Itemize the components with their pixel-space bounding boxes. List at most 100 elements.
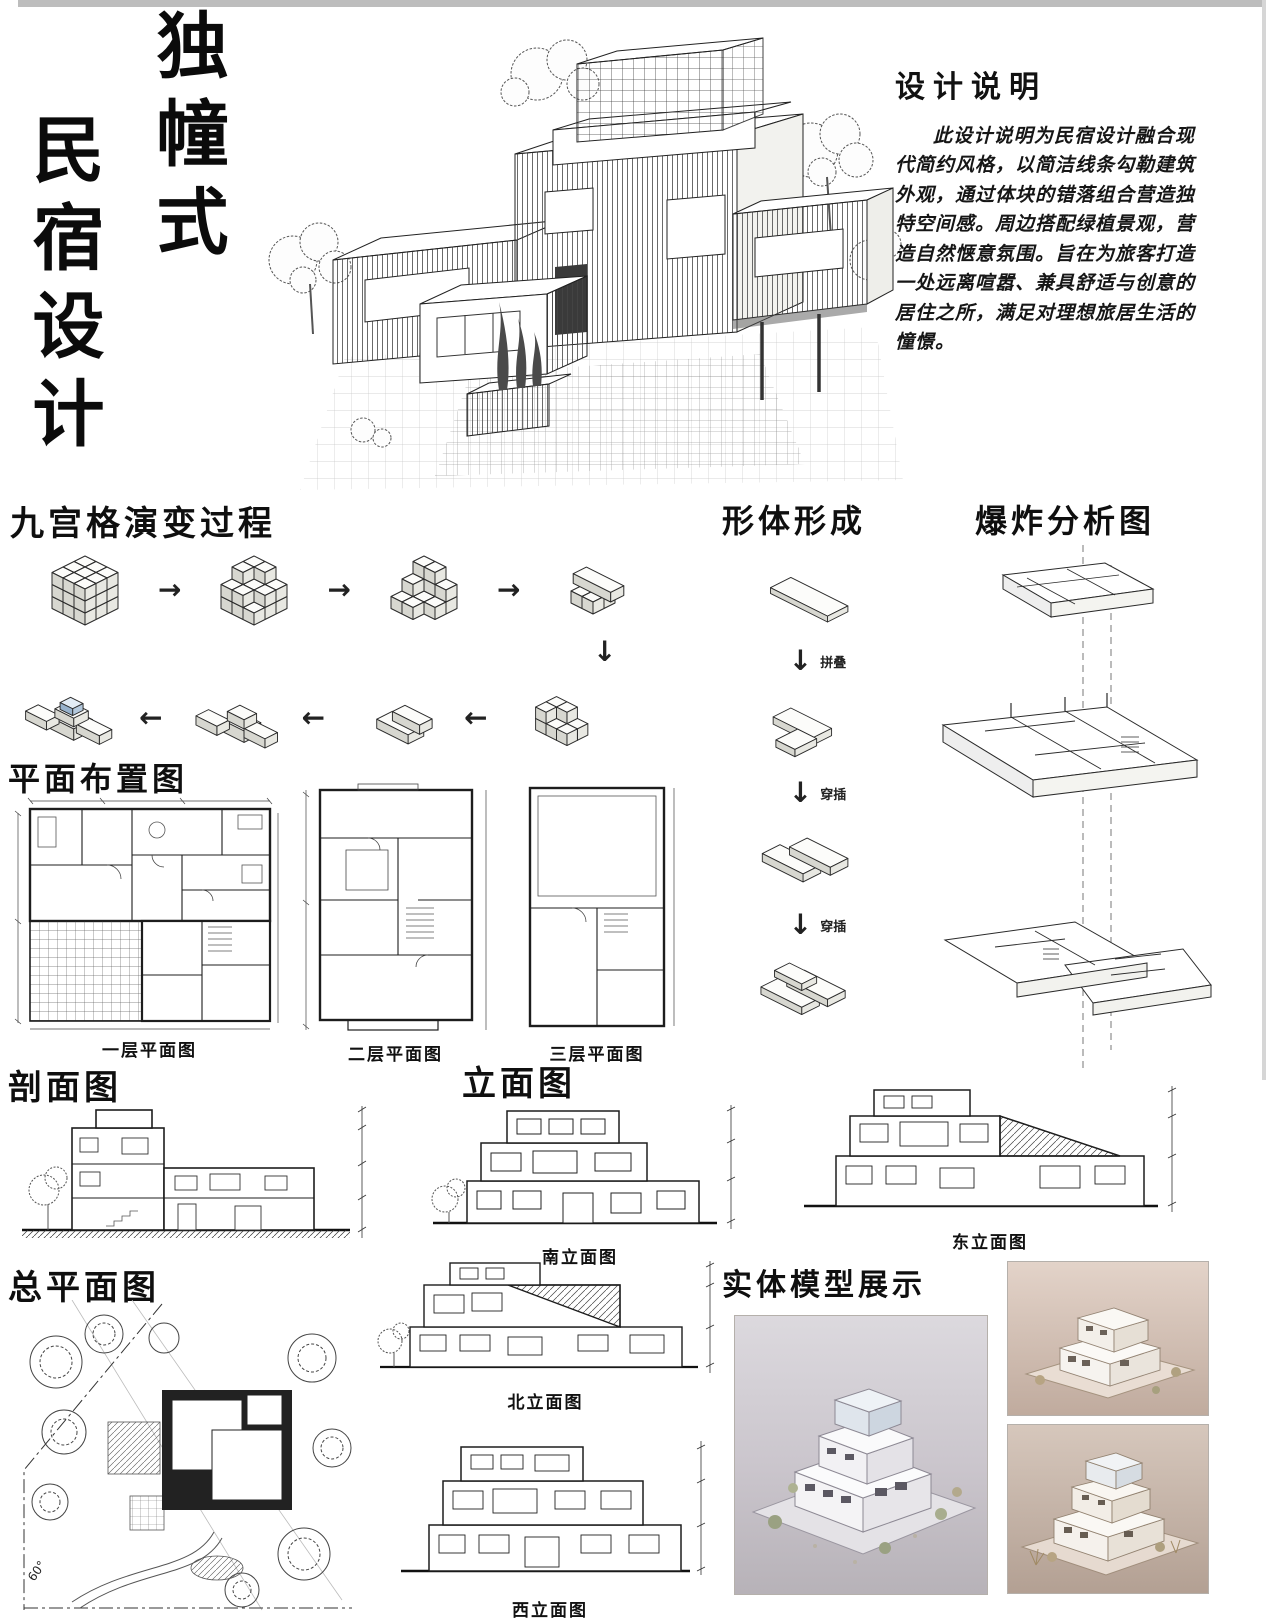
south-tree [431, 1178, 466, 1213]
plan2-stairs [406, 907, 434, 939]
site-paved-pad [129, 1495, 165, 1531]
caption-north-elevation: 北立面图 [507, 1393, 584, 1413]
site-pond [190, 1555, 244, 1581]
arrow-down-icon: ↓ [788, 644, 813, 677]
site-building-footprint [162, 1390, 292, 1510]
hero-perspective-sketch [268, 37, 903, 490]
south-windows [476, 1118, 686, 1224]
cube-stage-2 [220, 555, 288, 626]
arrow-left-icon: ← [301, 700, 325, 734]
caption-plan-2: 二层平面图 [348, 1045, 443, 1065]
heading-grid-evolution: 九宫格演变过程 [10, 504, 276, 544]
site-paths [71, 1531, 223, 1609]
plan1-furniture [37, 814, 263, 884]
cantilever-wing-sketch [732, 187, 894, 400]
floor-plan-3-drawing [528, 786, 675, 1028]
heading-form-formation: 形体形成 [722, 502, 867, 540]
form-step-label: 穿插 [820, 919, 847, 935]
heading-elevations: 立面图 [462, 1064, 576, 1104]
model-trees [768, 1483, 962, 1554]
cube-stage-1 [51, 555, 119, 626]
section-dimension-line [357, 1106, 367, 1238]
east-elevation-drawing [804, 1086, 1177, 1212]
east-windows [845, 1095, 1126, 1189]
west-elevation-drawing [401, 1441, 706, 1575]
plan3-stairs [604, 913, 628, 933]
site-angle-label: 60° [25, 1558, 49, 1583]
plan3-partitions [530, 907, 664, 1026]
north-dimension-line [705, 1261, 715, 1373]
glass-pavilion-sketch [576, 37, 764, 143]
model-photo-top [1008, 1262, 1208, 1415]
form-formation-column: ↓ 拼叠 ↓ 穿插 ↓ 穿插 [735, 545, 900, 1041]
evolution-row-1: → → → [14, 540, 664, 640]
arrow-down-icon: ↓ [593, 635, 617, 668]
form-stage-2 [772, 707, 832, 758]
east-dimension-line [1167, 1086, 1177, 1212]
form-stage-3 [761, 837, 848, 883]
scan-edge-right [1262, 0, 1266, 1080]
section-stair [106, 1210, 138, 1227]
plan1-stairs [208, 926, 232, 952]
form-step-label: 拼叠 [820, 655, 847, 671]
heading-site-plan: 总平面图 [8, 1268, 160, 1308]
exploded-axon-drawing [941, 545, 1212, 1070]
south-elevation-drawing [431, 1105, 736, 1229]
arrow-left-icon: ← [463, 700, 488, 734]
plan3-roof-terrace [537, 795, 657, 897]
section-drawing [22, 1106, 367, 1238]
west-windows [438, 1454, 660, 1568]
heading-floor-plans: 平面布置图 [8, 760, 189, 798]
design-notes: 设计说明 此设计说明为民宿设计融合现代简约风格，以简洁线条勾勒建筑外观，通过体块… [895, 62, 1195, 358]
plan2-balcony [347, 1019, 439, 1031]
main-title-right-column: 独幢式 [144, 8, 229, 272]
main-title-left-column: 民宿设计 [20, 112, 105, 464]
section-tree [28, 1166, 68, 1206]
design-notes-body: 此设计说明为民宿设计融合现代简约风格，以简洁线条勾勒建筑外观，通过体块的错落组合… [895, 125, 1196, 354]
section-openings [79, 1137, 288, 1231]
arrow-left-icon: ← [139, 700, 163, 734]
form-step-3: ↓ 穿插 [789, 909, 846, 941]
caption-south-elevation: 南立面图 [542, 1248, 618, 1268]
form-step-label: 穿插 [820, 787, 847, 803]
form-stage-1 [769, 576, 848, 623]
plan1-lower-partitions [142, 921, 270, 1021]
arrow-down-icon: ↓ [788, 908, 813, 941]
plan1-door-arcs [106, 854, 214, 902]
evolution-row-2: ← ← ← [2, 670, 624, 765]
heading-exploded-analysis: 爆炸分析图 [975, 502, 1156, 540]
east-massing [835, 1089, 1145, 1207]
site-courtyard-hatch [107, 1421, 161, 1475]
form-step-2: ↓ 穿插 [789, 777, 846, 809]
exploded-roof-level [1001, 562, 1155, 618]
west-dimension-line [696, 1441, 706, 1575]
form-stage-4 [759, 962, 846, 1016]
caption-east-elevation: 东立面图 [952, 1233, 1028, 1253]
site-plan-drawing: 60° [23, 1300, 352, 1611]
arrow-right-icon: → [327, 573, 351, 606]
exploded-ground-floor [943, 921, 1212, 1016]
caption-west-elevation: 西立面图 [512, 1601, 588, 1621]
north-elevation-drawing [377, 1261, 715, 1373]
plan2-door-arcs [367, 837, 429, 968]
caption-plan-1: 一层平面图 [102, 1041, 197, 1061]
model-trees [1035, 1367, 1181, 1394]
model-trees [1047, 1542, 1165, 1562]
floor-plan-1-drawing [14, 797, 279, 1030]
cube-stage-7 [195, 704, 279, 749]
floor-plan-2-drawing [302, 783, 487, 1031]
plan1-partitions [30, 809, 270, 921]
cube-stage-5 [535, 696, 589, 746]
cube-stage-8 [25, 696, 113, 745]
north-windows [419, 1267, 665, 1356]
front-pavilion-sketch [419, 275, 588, 384]
heading-model-display: 实体模型展示 [722, 1268, 926, 1303]
model-photo-large [735, 1316, 987, 1594]
arrow-right-icon: → [496, 573, 521, 606]
arrow-down-icon: ↓ [788, 776, 813, 809]
site-boundary [23, 1303, 352, 1610]
exploded-upper-floor [941, 693, 1199, 798]
south-dimension-line [726, 1105, 736, 1229]
plan2-dimension-lines [302, 790, 487, 1030]
